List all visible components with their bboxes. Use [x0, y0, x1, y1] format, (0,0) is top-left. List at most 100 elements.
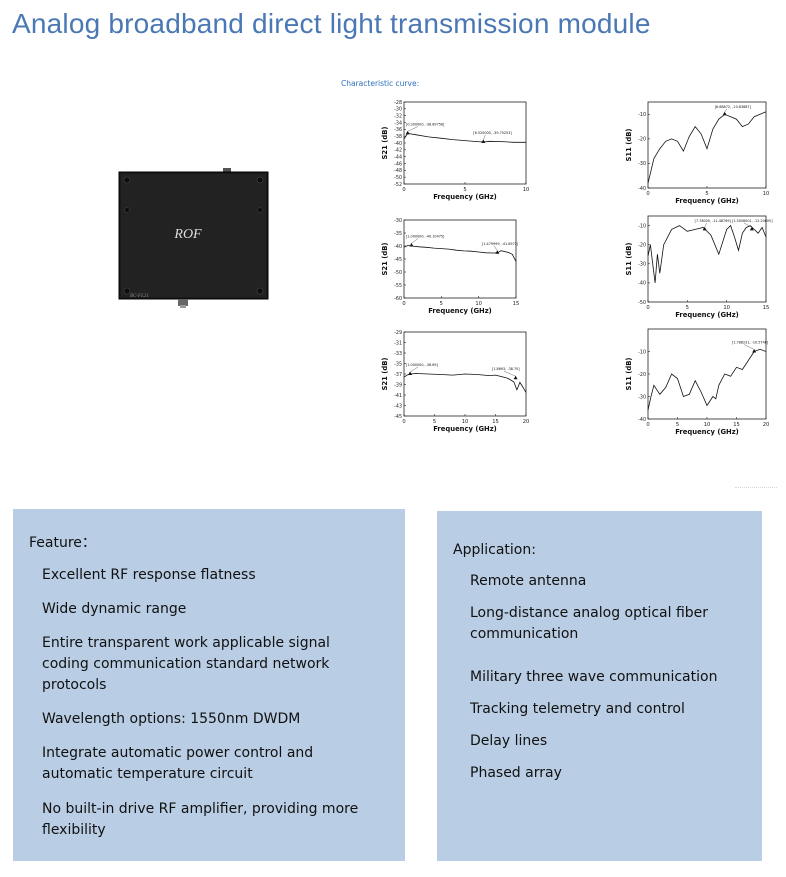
chart4-xtick-label: 15 — [492, 419, 499, 425]
chart0-xtick-label: 5 — [463, 187, 466, 193]
chart1-ytick-label: -20 — [638, 137, 646, 143]
divider — [735, 487, 777, 488]
chart2-xtick-label: 0 — [402, 301, 405, 307]
chart0-ytick-label: -40 — [394, 141, 402, 147]
chart0-ytick-label: -36 — [394, 127, 402, 133]
chart3-marker — [749, 226, 754, 231]
chart1-ytick-label: -30 — [638, 161, 646, 167]
chart4-annotation-leader — [503, 371, 516, 377]
chart4-ytick-label: -31 — [394, 340, 402, 346]
chart2-ytick-label: -30 — [394, 218, 402, 224]
chart1-xtick-label: 10 — [763, 191, 770, 197]
chart4-annotation: [1.8693, -38.70] — [492, 367, 520, 371]
chart3-xtick-label: 0 — [646, 305, 649, 311]
chart4-ytick-label: -45 — [394, 414, 402, 420]
chart2-ytick-label: -35 — [394, 231, 402, 237]
product-label: ROF — [173, 227, 202, 242]
chart5-ytick-label: -10 — [638, 349, 646, 355]
chart5-ytick-label: -40 — [638, 417, 646, 423]
application-item: Remote antenna — [470, 573, 587, 589]
chart2-annotation-leader — [493, 245, 498, 251]
chart5-series-line — [647, 348, 767, 411]
chart4-marker — [408, 371, 413, 375]
feature-box: Feature： Excellent RF response flatness … — [13, 509, 405, 861]
chart1-frame — [647, 101, 767, 189]
chart1-series-line — [647, 111, 767, 184]
chart5-annotation: [1.788231, -10.5748] — [732, 341, 769, 345]
chart4-ytick-label: -29 — [394, 330, 402, 336]
chart0-xlabel: Frequency (GHz) — [433, 193, 497, 201]
chart3-annotation-leader — [743, 222, 752, 228]
chart2-marker — [409, 242, 414, 247]
chart4-annotation: [1.000000, -36.89] — [406, 363, 439, 367]
chart0-ytick-label: -38 — [394, 134, 402, 140]
chart4-xtick-label: 10 — [462, 419, 469, 425]
application-header: Application: — [453, 542, 536, 558]
chart1-ytick-label: -10 — [638, 112, 646, 118]
chart2-xtick-label: 5 — [440, 301, 443, 307]
feature-item: Wide dynamic range — [42, 601, 187, 617]
chart4-xtick-label: 20 — [523, 419, 530, 425]
chart0-xtick-label: 0 — [402, 187, 405, 193]
chart0-marker — [481, 139, 486, 143]
chart4-ytick-label: -35 — [394, 361, 402, 367]
chart4-ytick-label: -39 — [394, 382, 402, 388]
chart1-marker — [722, 111, 727, 116]
chart5-xtick-label: 0 — [646, 422, 649, 428]
chart2-frame — [403, 219, 517, 299]
chart3-annotation: [7.78000, -11.48769] — [695, 219, 732, 223]
feature-item: Wavelength options: 1550nm DWDM — [42, 711, 301, 727]
chart1-annotation-leader — [724, 108, 727, 113]
chart4-ytick-label: -33 — [394, 351, 402, 357]
chart4-ylabel: S21 (dB) — [381, 358, 389, 391]
chart0-ytick-label: -28 — [394, 100, 402, 106]
chart0-ytick-label: -44 — [394, 154, 402, 160]
chart1-xlabel: Frequency (GHz) — [675, 197, 739, 205]
chart2-ytick-label: -55 — [394, 283, 402, 289]
chart3-frame — [647, 215, 767, 303]
chart1-annotation: [6.68872, -10.83687] — [715, 105, 752, 109]
chart0-annotation-leader — [407, 126, 419, 132]
chart0-ytick-label: -32 — [394, 113, 402, 119]
chart5-ytick-label: -20 — [638, 372, 646, 378]
chart4-xtick-label: 5 — [433, 419, 436, 425]
chart0-ytick-label: -46 — [394, 161, 402, 167]
chart2-ylabel: S21 (dB) — [381, 243, 389, 276]
chart0-series-line — [403, 132, 526, 143]
chart0-annotation: [0.300000, -36.89756] — [406, 122, 445, 126]
feature-header: Feature： — [29, 535, 96, 551]
chart4-marker — [513, 375, 518, 380]
chart2-ytick-label: -60 — [394, 296, 402, 302]
chart4-ytick-label: -41 — [394, 393, 402, 399]
chart3-xtick-label: 15 — [763, 305, 770, 311]
chart5-marker — [752, 349, 757, 353]
chart1-xtick-label: 5 — [705, 191, 708, 197]
chart4-annotation-leader — [409, 366, 419, 373]
chart5-xlabel: Frequency (GHz) — [675, 428, 739, 436]
chart4-series-line — [403, 373, 527, 393]
chart0-frame — [403, 101, 527, 185]
chart0-ytick-label: -34 — [394, 120, 402, 126]
chart3-ylabel: S11 (dB) — [625, 243, 633, 276]
product-image: ROF BC-FL21 — [110, 168, 278, 308]
chart0-annotation-leader — [483, 134, 486, 141]
chart3-ytick-label: -20 — [638, 242, 646, 248]
chart5-xtick-label: 10 — [704, 422, 711, 428]
chart5-xtick-label: 15 — [733, 422, 740, 428]
chart5-ytick-label: -30 — [638, 394, 646, 400]
chart2-annotation-leader — [411, 238, 419, 244]
chart3-marker — [702, 226, 707, 231]
chart3-ytick-label: -10 — [638, 223, 646, 229]
chart3-series-line — [647, 224, 767, 283]
chart1-ytick-label: -40 — [638, 186, 646, 192]
feature-item: Entire transparent work applicable signa… — [42, 635, 330, 693]
application-item: Tracking telemetry and control — [470, 701, 685, 717]
feature-item: Excellent RF response flatness — [42, 567, 256, 583]
chart2-marker — [495, 250, 500, 254]
product-model: BC-FL21 — [130, 294, 149, 299]
